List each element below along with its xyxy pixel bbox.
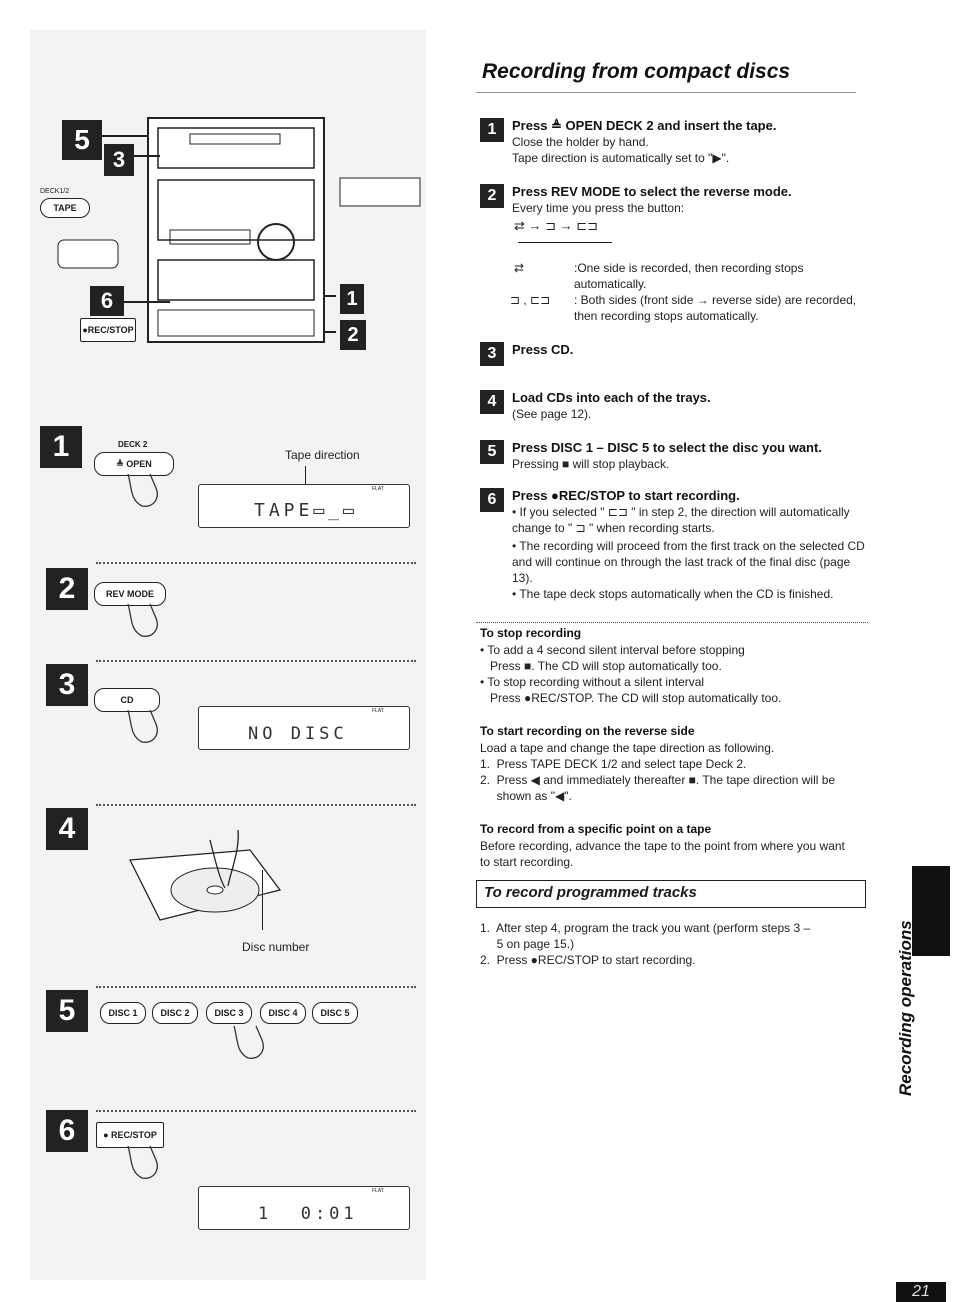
step-divider (96, 986, 416, 988)
callout-step-3: 3 (104, 144, 134, 176)
stop-recording-line-2: Press ■. The CD will stop automatically … (480, 659, 722, 673)
mode-2-text: : Both sides (front side → reverse side)… (574, 293, 857, 323)
callout-step-1: 1 (340, 284, 364, 314)
step-5-number: 5 (480, 440, 504, 464)
tape-direction-caption: Tape direction (285, 448, 360, 462)
stop-recording-line-1: • To add a 4 second silent interval befo… (480, 643, 745, 657)
section-divider (476, 622, 868, 623)
finger-press-icon (127, 1145, 158, 1179)
step-6-bullet-3: • The tape deck stops automatically when… (512, 587, 834, 601)
step-2-line-1: Every time you press the button: (512, 201, 685, 215)
rec-stop-button[interactable]: ● REC/STOP (96, 1122, 164, 1148)
flat-label-1: FLAT (372, 486, 384, 492)
disc-number-caption: Disc number (242, 940, 310, 954)
mode-1-symbol: ⇄ (514, 261, 525, 275)
recording-display-text: 1 0:01 (258, 1204, 358, 1224)
sequence-return-line (518, 242, 612, 243)
tape-button[interactable]: TAPE (40, 198, 90, 218)
step-1-number: 1 (480, 118, 504, 142)
programmed-tracks-box (476, 880, 866, 908)
reverse-side-line-4: shown as "◀". (480, 789, 572, 803)
specific-point-line-2: to start recording. (480, 855, 574, 869)
step-divider (96, 1110, 416, 1112)
page-title: Recording from compact discs (482, 60, 791, 83)
disc-1-button[interactable]: DISC 1 (100, 1002, 146, 1024)
programmed-line-3: 2. Press ●REC/STOP to start recording. (480, 953, 696, 967)
programmed-line-1: 1. After step 4, program the track you w… (480, 921, 811, 935)
step-3-number: 3 (480, 342, 504, 366)
programmed-line-2: 5 on page 15.) (480, 937, 575, 951)
stop-recording-line-4: Press ●REC/STOP. The CD will stop automa… (480, 691, 782, 705)
caption-pointer-line (305, 466, 306, 492)
left-step-1-number: 1 (40, 426, 82, 468)
cd-tray-illustration (128, 829, 282, 921)
step-3-heading: Press CD. (512, 342, 574, 357)
step-6-heading: Press ●REC/STOP to start recording. (512, 488, 740, 503)
step-1-line-2: Tape direction is automatically set to "… (512, 151, 730, 165)
callout-step-6: 6 (90, 286, 124, 316)
step-6-number: 6 (480, 488, 504, 512)
callout-step-5: 5 (62, 120, 102, 160)
stop-recording-heading: To stop recording (480, 626, 582, 640)
step-4-line-1: (See page 12). (512, 407, 592, 421)
flat-label-3: FLAT (372, 1188, 384, 1194)
finger-press-icon (127, 473, 158, 507)
step-5-line-1: Pressing ■ will stop playback. (512, 457, 670, 471)
title-underline (476, 92, 856, 93)
recording-display-panel (198, 1186, 410, 1230)
disc-4-button[interactable]: DISC 4 (260, 1002, 306, 1024)
mode-1-text: :One side is recorded, then recording st… (574, 261, 804, 291)
reverse-side-heading: To start recording on the reverse side (480, 724, 695, 738)
step-6-bullet-2: • The recording will proceed from the fi… (512, 539, 865, 585)
rev-mode-button[interactable]: REV MODE (94, 582, 166, 606)
deck2-label: DECK 2 (118, 440, 148, 449)
reverse-side-line-2: 1. Press TAPE DECK 1/2 and select tape D… (480, 757, 747, 771)
programmed-tracks-heading: To record programmed tracks (484, 884, 697, 901)
step-5-heading: Press DISC 1 – DISC 5 to select the disc… (512, 440, 822, 455)
step-divider (96, 660, 416, 662)
specific-point-line-1: Before recording, advance the tape to th… (480, 839, 845, 853)
left-step-4-number: 4 (46, 808, 88, 850)
tape-display-text: TAPE▭_▭ (254, 500, 358, 521)
reverse-side-line-1: Load a tape and change the tape directio… (480, 741, 775, 755)
finger-press-icon (127, 603, 158, 637)
stereo-system-illustration (57, 117, 421, 343)
step-2-heading: Press REV MODE to select the reverse mod… (512, 184, 792, 199)
finger-press-icon (233, 1025, 264, 1059)
side-section-label: Recording operations (896, 920, 915, 1096)
reverse-mode-sequence: ⇄ → ⊐ → ⊏⊐ (514, 218, 599, 233)
step-4-heading: Load CDs into each of the trays. (512, 390, 711, 405)
page-number: 21 (896, 1282, 946, 1302)
deck-label: DECK1/2 (40, 188, 70, 195)
no-disc-display-text: NO DISC (248, 724, 348, 744)
disc-2-button[interactable]: DISC 2 (152, 1002, 198, 1024)
step-4-number: 4 (480, 390, 504, 414)
step-divider (96, 804, 416, 806)
finger-press-icon (127, 709, 158, 743)
left-step-2-number: 2 (46, 568, 88, 610)
step-divider (96, 562, 416, 564)
step-1-heading: Press ≜ OPEN DECK 2 and insert the tape. (512, 118, 777, 133)
disc-3-button[interactable]: DISC 3 (206, 1002, 252, 1024)
open-button[interactable]: ≜ OPEN (94, 452, 174, 476)
step-1-line-1: Close the holder by hand. (512, 135, 649, 149)
section-tab-marker (912, 866, 950, 956)
step-2-number: 2 (480, 184, 504, 208)
flat-label-2: FLAT (372, 708, 384, 714)
callout-step-2: 2 (340, 320, 366, 350)
disc-number-pointer (262, 870, 263, 930)
specific-point-heading: To record from a specific point on a tap… (480, 822, 712, 836)
rec-stop-button-diagram[interactable]: ●REC/STOP (80, 318, 136, 342)
cd-button[interactable]: CD (94, 688, 160, 712)
left-step-3-number: 3 (46, 664, 88, 706)
tape-display-panel (198, 484, 410, 528)
step-6-bullet-1: • If you selected " ⊏⊐ " in step 2, the … (512, 505, 850, 535)
disc-5-button[interactable]: DISC 5 (312, 1002, 358, 1024)
left-step-6-number: 6 (46, 1110, 88, 1152)
cd-display-panel (198, 706, 410, 750)
stop-recording-line-3: • To stop recording without a silent int… (480, 675, 705, 689)
left-step-5-number: 5 (46, 990, 88, 1032)
reverse-side-line-3: 2. Press ◀ and immediately thereafter ■.… (480, 773, 836, 787)
mode-2-symbol: ⊐ , ⊏⊐ (510, 293, 551, 307)
